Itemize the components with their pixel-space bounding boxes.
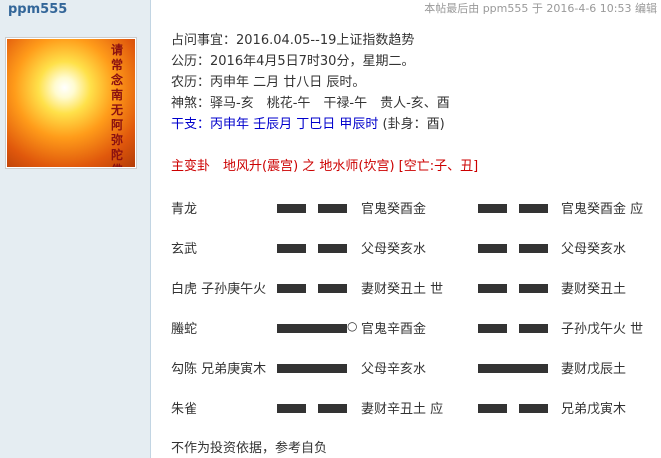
changed-yao-relation: 父母癸亥水	[561, 242, 627, 257]
main-yao-line	[277, 284, 347, 293]
changed-yao-relation: 子孙戊午火 世	[561, 322, 644, 337]
changed-yao-line	[478, 324, 548, 333]
author-sidebar: ppm555 请常念南无阿弥陀佛	[0, 0, 151, 458]
yao-god: 青龙	[171, 202, 198, 217]
yao-row: 玄武 父母癸亥水 父母癸亥水	[0, 238, 661, 259]
yin-line-segment	[519, 244, 548, 253]
main-yao-relation: 妻财癸丑土 世	[361, 282, 444, 297]
yin-line-segment	[277, 244, 306, 253]
yang-line-segment	[277, 324, 347, 333]
yin-line-segment	[318, 284, 347, 293]
avatar-frame: 请常念南无阿弥陀佛	[5, 37, 137, 169]
yin-line-segment	[318, 404, 347, 413]
yao-row: 勾陈 兄弟庚寅木 父母辛亥水 妻财戊辰土	[0, 358, 661, 379]
yin-line-segment	[318, 244, 347, 253]
info-ganzhi: 干支：丙申年 壬辰月 丁巳日 甲辰时 (卦身：酉)	[171, 114, 651, 135]
changed-yao-line	[478, 404, 548, 413]
yao-god: 白虎 子孙庚午火	[171, 282, 267, 297]
main-yao-relation: 父母辛亥水	[361, 362, 427, 377]
yin-line-segment	[478, 324, 507, 333]
yao-god: 玄武	[171, 242, 198, 257]
moving-yao-mark: ○	[347, 319, 358, 333]
yin-line-segment	[478, 284, 507, 293]
info-question: 占问事宜：2016.04.05--19上证指数趋势	[171, 33, 415, 48]
changed-yao-line	[478, 204, 548, 213]
yin-line-segment	[277, 404, 306, 413]
yin-line-segment	[478, 204, 507, 213]
yang-line-segment	[277, 364, 347, 373]
yao-row: 青龙 官鬼癸酉金 官鬼癸酉金 应	[0, 198, 661, 219]
main-yao-relation: 父母癸亥水	[361, 242, 427, 257]
yang-line-segment	[478, 364, 548, 373]
ganzhi-label: 干支：	[171, 117, 211, 132]
post-info: 占问事宜：2016.04.05--19上证指数趋势 公历：2016年4月5日7时…	[171, 30, 651, 135]
changed-yao-relation: 兄弟戊寅木	[561, 402, 627, 417]
changed-yao-line	[478, 364, 548, 373]
disclaimer: 不作为投资依据，参考自负	[171, 441, 328, 456]
ganzhi-suffix: (卦身：酉)	[378, 117, 445, 132]
yin-line-segment	[478, 244, 507, 253]
main-yao-line	[277, 204, 347, 213]
yin-line-segment	[318, 204, 347, 213]
yao-god: 螣蛇	[171, 322, 198, 337]
changed-yao-line	[478, 284, 548, 293]
yao-row: 朱雀 妻财辛丑土 应 兄弟戊寅木	[0, 398, 661, 419]
main-yao-line	[277, 324, 347, 333]
info-lunar-date: 农历：丙申年 二月 廿八日 辰时。	[171, 75, 366, 90]
changed-yao-relation: 妻财戊辰土	[561, 362, 627, 377]
changed-yao-relation: 妻财癸丑土	[561, 282, 627, 297]
yin-line-segment	[277, 204, 306, 213]
yao-row: 螣蛇 ○官鬼辛酉金 子孙戊午火 世	[0, 318, 661, 339]
gua-title: 主变卦 地风升(震宫) 之 地水师(坎宫) [空亡:子、丑]	[171, 159, 479, 174]
post-edit-meta: 本帖最后由 ppm555 于 2016-4-6 10:53 编辑	[424, 2, 657, 15]
yin-line-segment	[478, 404, 507, 413]
main-yao-relation: 官鬼癸酉金	[361, 202, 427, 217]
main-yao-line	[277, 404, 347, 413]
changed-yao-line	[478, 244, 548, 253]
yin-line-segment	[519, 324, 548, 333]
main-yao-line	[277, 244, 347, 253]
info-shensha: 神煞：驿马-亥 桃花-午 干禄-午 贵人-亥、酉	[171, 96, 450, 111]
yao-row: 白虎 子孙庚午火 妻财癸丑土 世 妻财癸丑土	[0, 278, 661, 299]
changed-yao-relation: 官鬼癸酉金 应	[561, 202, 644, 217]
avatar[interactable]: 请常念南无阿弥陀佛	[7, 39, 135, 167]
yin-line-segment	[519, 404, 548, 413]
username-link[interactable]: ppm555	[8, 2, 68, 17]
yao-god: 朱雀	[171, 402, 198, 417]
main-yao-relation: 官鬼辛酉金	[361, 322, 427, 337]
yin-line-segment	[277, 284, 306, 293]
yin-line-segment	[519, 204, 548, 213]
yin-line-segment	[519, 284, 548, 293]
ganzhi-value: 丙申年 壬辰月 丁巳日 甲辰时	[210, 117, 379, 132]
main-yao-relation: 妻财辛丑土 应	[361, 402, 444, 417]
yao-god: 勾陈 兄弟庚寅木	[171, 362, 267, 377]
avatar-calligraphy: 请常念南无阿弥陀佛	[111, 43, 124, 167]
info-solar-date: 公历：2016年4月5日7时30分，星期二。	[171, 54, 415, 69]
main-yao-line	[277, 364, 347, 373]
